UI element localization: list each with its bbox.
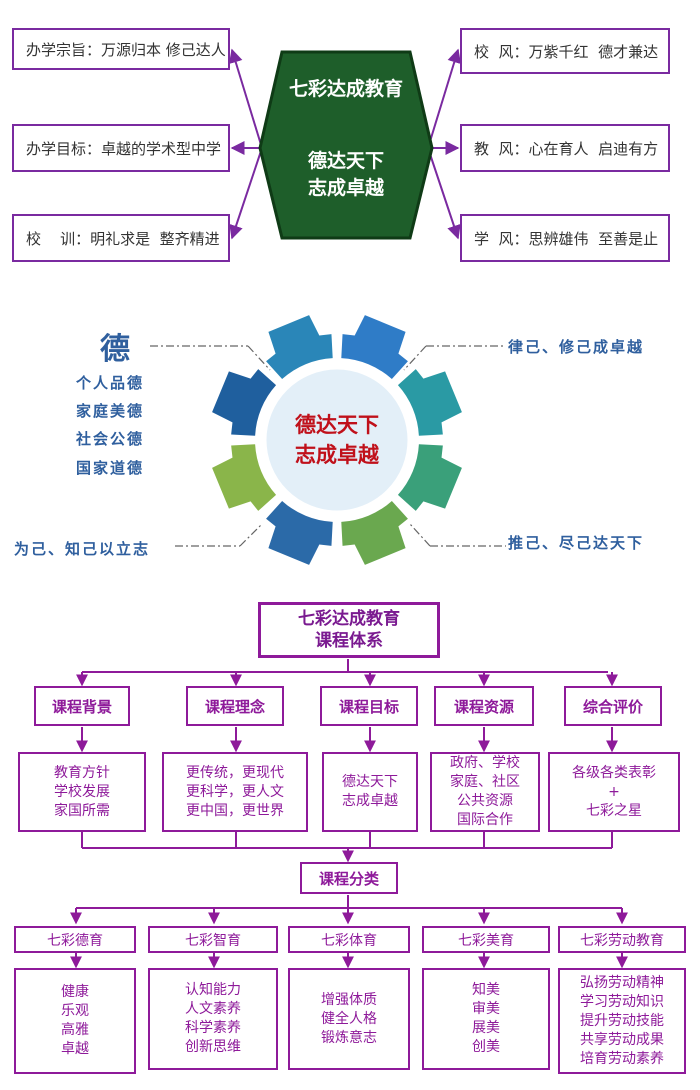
gear-segment <box>397 444 462 511</box>
hex-line3: 志成卓越 <box>307 177 384 199</box>
list-item: 创美 <box>472 1039 500 1055</box>
content-background: 教育方针 学校发展 家国所需 <box>18 752 146 832</box>
subject-aesthetic: 七彩美育 <box>422 926 550 953</box>
list-item: 更传统，更现代 <box>186 764 284 781</box>
list-item: 政府、学校 <box>450 755 520 771</box>
subject-physical-items: 增强体质 健全人格 锻炼意志 <box>288 968 410 1070</box>
header-goal: 课程目标 <box>320 686 418 726</box>
gear-segment <box>341 500 408 565</box>
de-title: 德 <box>100 332 130 367</box>
gear-center-line2: 志成卓越 <box>295 443 379 467</box>
gear-center-line1: 德达天下 <box>295 413 379 437</box>
school-ethos-text: 校 风：万紫千红 德才兼达 <box>474 42 659 61</box>
teaching-ethos-text: 教 风：心在育人 启迪有方 <box>474 139 659 158</box>
content-evaluation: 各级各类表彰 + 七彩之星 <box>548 752 680 832</box>
subject-moral: 七彩德育 <box>14 926 136 953</box>
list-item: + <box>608 783 620 800</box>
content-goal: 德达天下 志成卓越 <box>322 752 418 832</box>
list-item: 人文素养 <box>185 1001 241 1017</box>
list-item: 展美 <box>472 1020 500 1036</box>
de-item: 家庭美德 <box>76 402 145 420</box>
list-item: 学习劳动知识 <box>580 993 664 1010</box>
header-background: 课程背景 <box>34 686 130 726</box>
curriculum-title-line1: 七彩达成教育 <box>298 609 400 629</box>
list-item: 更中国，更世界 <box>186 802 284 819</box>
list-item: 共享劳动成果 <box>580 1031 664 1048</box>
curriculum-category: 课程分类 <box>300 862 398 894</box>
list-item: 德达天下 <box>342 774 398 790</box>
gear-segment <box>397 369 462 436</box>
gear-bottom-left-text: 为己、知己以立志 <box>14 540 151 558</box>
list-item: 弘扬劳动精神 <box>580 974 664 991</box>
list-item: 家国所需 <box>54 802 110 819</box>
list-item: 提升劳动技能 <box>580 1012 664 1029</box>
hex-title: 七彩达成教育 <box>288 78 403 100</box>
list-item: 知美 <box>472 982 500 998</box>
list-item: 培育劳动素养 <box>580 1050 664 1067</box>
gear-bottom-right-text: 推己、尽己达天下 <box>508 534 645 552</box>
hex-line2: 德达天下 <box>307 150 384 172</box>
subject-intellectual: 七彩智育 <box>148 926 278 953</box>
subject-intellectual-items: 认知能力 人文素养 科学素养 创新思维 <box>148 968 278 1070</box>
list-item: 认知能力 <box>185 982 241 998</box>
de-item: 社会公德 <box>76 430 145 448</box>
motto-box: 校 训：明礼求是 整齐精进 <box>12 214 230 262</box>
gear-center-circle <box>263 366 411 514</box>
list-item: 各级各类表彰 <box>572 764 656 781</box>
gear <box>212 315 462 565</box>
list-item: 国际合作 <box>457 812 513 828</box>
subject-labor: 七彩劳动教育 <box>558 926 686 953</box>
list-item: 高雅 <box>61 1022 89 1038</box>
learning-ethos-text: 学 风：思辨雄伟 至善是止 <box>474 229 659 248</box>
list-item: 锻炼意志 <box>321 1029 377 1046</box>
header-evaluation: 综合评价 <box>564 686 662 726</box>
curriculum-title: 七彩达成教育 课程体系 <box>258 602 440 658</box>
gear-graphic <box>150 315 506 565</box>
list-item: 创新思维 <box>185 1039 241 1055</box>
list-item: 科学素养 <box>185 1020 241 1036</box>
header-resources: 课程资源 <box>434 686 534 726</box>
teaching-ethos-box: 教 风：心在育人 启迪有方 <box>460 124 670 172</box>
mission-box: 办学宗旨：万源归本 修己达人 <box>12 28 230 70</box>
goal-text: 办学目标：卓越的学术型中学 <box>26 139 222 158</box>
list-item: 健全人格 <box>321 1010 377 1027</box>
curriculum-title-line2: 课程体系 <box>315 631 383 651</box>
gear-top-right-text: 律己、修己成卓越 <box>508 338 645 356</box>
gear-segment <box>212 444 277 511</box>
list-item: 增强体质 <box>321 991 377 1008</box>
subject-aesthetic-items: 知美 审美 展美 创美 <box>422 968 550 1070</box>
mission-text: 办学宗旨：万源归本 修己达人 <box>26 40 226 59</box>
de-item: 国家道德 <box>76 459 145 477</box>
header-concept: 课程理念 <box>186 686 284 726</box>
content-resources: 政府、学校 家庭、社区 公共资源 国际合作 <box>430 752 540 832</box>
list-item: 家庭、社区 <box>450 774 520 790</box>
gear-segment <box>266 315 333 380</box>
learning-ethos-box: 学 风：思辨雄伟 至善是止 <box>460 214 670 262</box>
gear-segment <box>341 315 408 380</box>
list-item: 志成卓越 <box>342 793 398 809</box>
school-ethos-box: 校 风：万紫千红 德才兼达 <box>460 28 670 74</box>
subject-physical: 七彩体育 <box>288 926 410 953</box>
gear-segment <box>212 369 277 436</box>
list-item: 健康 <box>61 984 89 1000</box>
list-item: 乐观 <box>61 1003 89 1019</box>
list-item: 卓越 <box>61 1041 89 1057</box>
subject-labor-items: 弘扬劳动精神 学习劳动知识 提升劳动技能 共享劳动成果 培育劳动素养 <box>558 968 686 1074</box>
motto-text: 校 训：明礼求是 整齐精进 <box>26 229 220 248</box>
list-item: 审美 <box>472 1001 500 1017</box>
list-item: 七彩之星 <box>586 802 642 819</box>
list-item: 学校发展 <box>54 783 110 800</box>
content-concept: 更传统，更现代 更科学，更人文 更中国，更世界 <box>162 752 308 832</box>
center-hexagon <box>258 50 434 240</box>
list-item: 教育方针 <box>54 764 110 781</box>
philosophy-connectors <box>228 48 462 240</box>
list-item: 公共资源 <box>457 793 513 809</box>
subject-moral-items: 健康 乐观 高雅 卓越 <box>14 968 136 1074</box>
goal-box: 办学目标：卓越的学术型中学 <box>12 124 230 172</box>
de-item: 个人品德 <box>76 374 145 392</box>
gear-segment <box>266 500 333 565</box>
list-item: 更科学，更人文 <box>186 783 284 800</box>
